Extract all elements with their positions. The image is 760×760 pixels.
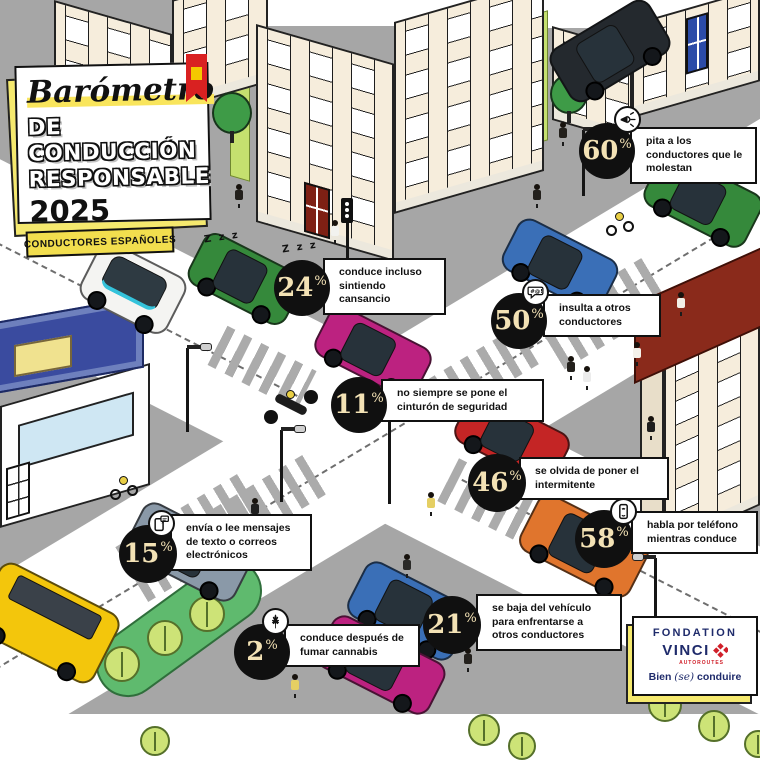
pedestrian <box>632 342 642 366</box>
title-year: 2025 <box>29 193 111 230</box>
traffic-light-pole <box>346 208 349 264</box>
tree <box>468 714 500 746</box>
horn-icon <box>614 106 641 133</box>
stat-value: 21% <box>423 596 481 654</box>
cyclist <box>606 212 636 238</box>
stat-label: conduce después de fumar cannabis <box>284 624 420 668</box>
autoroutes-label: AUTOROUTES <box>679 660 724 666</box>
tree <box>212 92 252 134</box>
street-lamp <box>280 425 306 502</box>
tree <box>508 732 536 760</box>
title-line: CONDUCCIÓN <box>27 138 197 167</box>
tree <box>140 726 170 756</box>
title-brand: Barómetro <box>26 70 215 111</box>
pedestrian <box>290 674 300 698</box>
shop-window <box>18 391 134 469</box>
title-line: DE <box>27 115 62 141</box>
pedestrian <box>646 416 656 440</box>
pedestrian <box>463 648 473 672</box>
building-top-center-face <box>256 24 394 262</box>
tree <box>104 646 140 682</box>
pedestrian <box>250 498 260 522</box>
audience-badge: CONDUCTORES ESPAÑOLES <box>24 226 176 258</box>
tagline: Bien (se) conduire <box>648 671 742 683</box>
motorcycle <box>262 382 322 432</box>
fondation-label: FONDATION <box>652 627 738 639</box>
title-line: RESPONSABLE <box>28 163 211 193</box>
stat-label: habla por teléfono mientras conduce <box>631 511 758 555</box>
cannabis-leaf-icon <box>262 608 289 635</box>
pedestrian <box>558 122 568 146</box>
street-lamp <box>186 343 212 432</box>
svg-text:#@!: #@! <box>530 289 543 295</box>
stat-value: 11% <box>331 377 387 433</box>
stat-label: se olvida de poner el intermitente <box>519 457 669 501</box>
pedestrian <box>676 292 686 316</box>
cyclist <box>110 476 140 502</box>
red-door <box>304 181 330 240</box>
stat-label: pita a los conductores que le molestan <box>630 127 757 184</box>
vinci-diamond-icon <box>712 643 728 658</box>
pedestrian <box>330 220 340 244</box>
fondation-vinci-logo-card: FONDATION VINCI AUTOROUTES Bien (se) con… <box>632 616 758 696</box>
traffic-light-pole <box>388 396 391 504</box>
pedestrian <box>426 492 436 516</box>
stat-label: envía o lee mensajes de texto o correos … <box>170 514 312 571</box>
blue-door <box>686 12 708 75</box>
tree <box>744 730 760 758</box>
traffic-light <box>341 198 353 223</box>
title-card: Barómetro DE CONDUCCIÓN RESPONSABLE 2025 <box>14 61 215 229</box>
tree <box>147 620 183 656</box>
stat-label: conduce incluso sintiendo cansancio <box>323 258 446 315</box>
phone-call-icon <box>610 498 637 525</box>
pedestrian <box>566 356 576 380</box>
spain-ribbon-bookmark-icon <box>186 54 207 102</box>
stat-value: 58% <box>575 510 633 568</box>
stat-label: no siempre se pone el cinturón de seguri… <box>381 379 544 423</box>
stat-label: se baja del vehículo para enfrentarse a … <box>476 594 622 651</box>
pedestrian <box>582 366 592 390</box>
vinci-wordmark: VINCI <box>662 642 710 659</box>
stat-value: 24% <box>274 260 330 316</box>
swearing-speech-bubble-icon: #@! <box>522 279 549 306</box>
stat-label: insulta a otros conductores <box>543 294 661 338</box>
text-message-icon <box>148 510 175 537</box>
stat-value: 46% <box>468 454 526 512</box>
pedestrian <box>532 184 542 208</box>
tree <box>698 710 730 742</box>
pedestrian <box>402 554 412 578</box>
stat-value: 15% <box>119 525 177 583</box>
shop-door <box>6 461 30 521</box>
pedestrian <box>234 184 244 208</box>
